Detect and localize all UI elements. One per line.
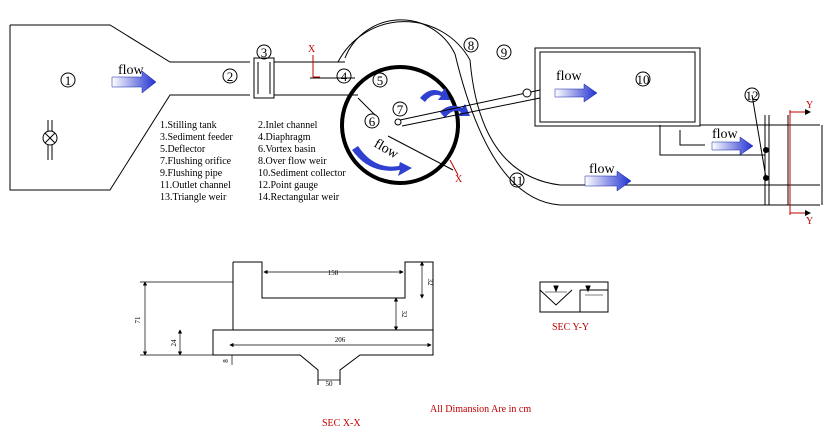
section-yy-drawing — [539, 281, 609, 313]
section-xx-marker — [312, 55, 459, 176]
section-x-label: X — [308, 44, 316, 55]
legend-item: 2.Inlet channel — [258, 120, 318, 131]
legend-item: 3.Sediment feeder — [160, 132, 233, 143]
legend-item: 10.Sediment collector — [258, 168, 346, 179]
number-label: 11 — [511, 173, 524, 188]
legend-item: 4.Diaphragm — [258, 132, 311, 143]
legend-item: 6.Vortex basin — [258, 144, 316, 155]
flow-arrow — [111, 70, 754, 192]
dim-label: 71 — [134, 316, 142, 324]
number-label: 2 — [227, 69, 234, 84]
legend: 1.Stilling tank 2.Inlet channel 3.Sedime… — [160, 120, 346, 203]
section-y-label: Y — [806, 100, 813, 111]
legend-item: 11.Outlet channel — [160, 180, 231, 191]
component-number-markers — [60, 37, 760, 188]
flow-label: flow — [589, 162, 616, 177]
number-label: 10 — [637, 72, 650, 87]
dim-label: 8 — [222, 359, 230, 363]
dim-label: 50 — [326, 380, 334, 388]
flow-label: flow — [712, 127, 739, 142]
dim-label: 158 — [328, 269, 339, 277]
sediment-feeder — [253, 57, 275, 99]
legend-item: 5.Deflector — [160, 144, 206, 155]
number-label: 4 — [341, 69, 348, 84]
number-label: 5 — [377, 73, 384, 88]
dim-label: 32 — [400, 311, 408, 319]
section-y-label: Y — [806, 216, 813, 227]
section-yy-marker — [789, 109, 811, 216]
number-label: 8 — [468, 38, 475, 53]
dim-label: 206 — [335, 336, 346, 344]
flushing-pipe — [399, 88, 541, 127]
number-label: 1 — [65, 73, 72, 88]
dim-label: 32 — [426, 279, 434, 287]
section-xx-drawing — [212, 261, 434, 385]
weirs — [751, 94, 823, 205]
legend-item: 9.Flushing pipe — [160, 168, 223, 179]
section-xx-title: SEC X-X — [322, 418, 361, 428]
legend-item: 12.Point gauge — [258, 180, 319, 191]
number-label: 9 — [501, 45, 508, 60]
number-label: 12 — [746, 88, 759, 103]
legend-item: 14.Rectangular weir — [258, 192, 340, 203]
inlet-channel — [274, 61, 358, 96]
dimension-note: All Dimansion Are in cm — [430, 404, 531, 415]
dim-label: 24 — [170, 339, 178, 347]
number-label: 3 — [261, 45, 268, 60]
section-x-label: X — [455, 174, 463, 185]
flow-label: flow — [118, 63, 145, 78]
sediment-collector — [534, 47, 820, 156]
legend-item: 7.Flushing orifice — [160, 156, 232, 167]
number-label: 6 — [369, 114, 376, 129]
legend-item: 8.Over flow weir — [258, 156, 327, 167]
vortex-basin — [337, 19, 471, 185]
section-yy-title: SEC Y-Y — [552, 322, 589, 333]
outlet-channel — [454, 53, 820, 206]
stilling-tank — [9, 24, 250, 191]
flow-label: flow — [556, 69, 583, 84]
number-label: 7 — [397, 102, 404, 117]
legend-item: 13.Triangle weir — [160, 192, 227, 203]
legend-item: 1.Stilling tank — [160, 120, 217, 131]
valve-icon — [42, 120, 58, 160]
deflector-arrows — [352, 88, 470, 176]
dimension-lines — [140, 261, 432, 381]
